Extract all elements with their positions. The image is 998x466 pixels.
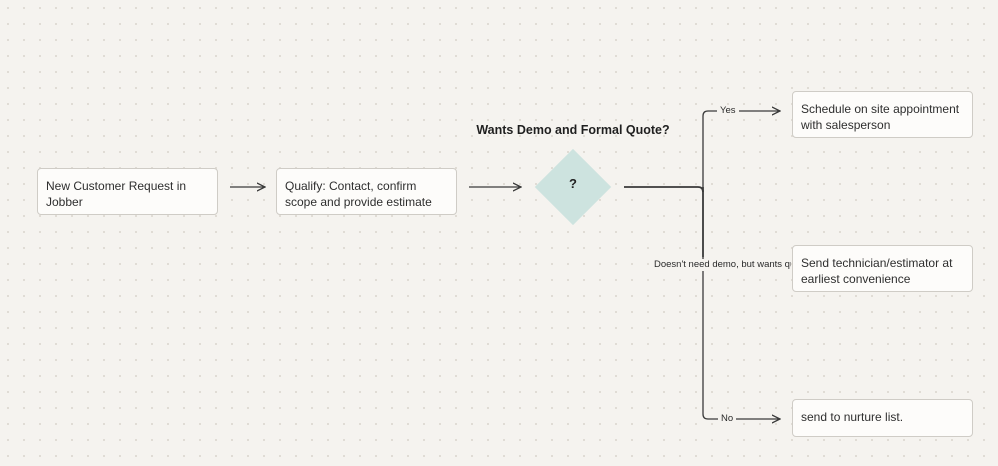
- node-new-customer-request[interactable]: New Customer Request in Jobber: [37, 168, 218, 215]
- node-label: Send technician/estimator at earliest co…: [801, 256, 953, 286]
- decision-title: Wants Demo and Formal Quote?: [476, 123, 670, 137]
- edge-label-demo-not-needed: Doesn't need demo, but wants quote: [654, 259, 791, 271]
- node-qualify[interactable]: Qualify: Contact, confirm scope and prov…: [276, 168, 457, 215]
- node-label: Schedule on site appointment with salesp…: [801, 102, 960, 132]
- connector-branch-no: [702, 257, 780, 419]
- node-nurture-list[interactable]: send to nurture list.: [792, 399, 973, 437]
- question-mark-icon: ?: [569, 176, 577, 191]
- connector-decision-to-branch: [624, 186, 704, 193]
- node-label: New Customer Request in Jobber: [46, 179, 187, 209]
- edge-label-yes: Yes: [717, 105, 739, 117]
- node-label: send to nurture list.: [801, 410, 904, 424]
- node-schedule-appointment[interactable]: Schedule on site appointment with salesp…: [792, 91, 973, 138]
- connector-branch-yes: [702, 111, 780, 187]
- node-label: Qualify: Contact, confirm scope and prov…: [285, 179, 432, 209]
- node-send-technician[interactable]: Send technician/estimator at earliest co…: [792, 245, 973, 292]
- edge-label-no: No: [718, 413, 737, 425]
